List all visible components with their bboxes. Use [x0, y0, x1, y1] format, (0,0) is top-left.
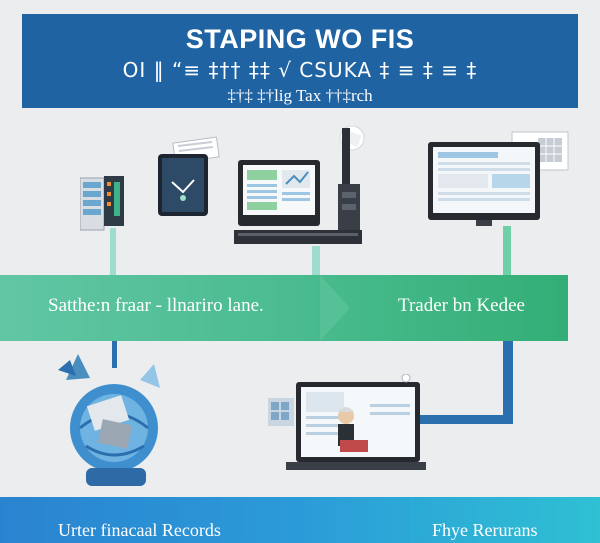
band-label-bottom-left: Urter finacaal Records — [58, 520, 221, 540]
page-title: STAPING WO FIS — [185, 24, 415, 54]
server-icon — [79, 176, 128, 234]
globe-network-icon — [56, 340, 166, 490]
desktop-monitor-icon — [234, 125, 366, 250]
band-label-bottom-right: Fhye Rerurans — [432, 520, 538, 540]
page-tagline: ‡†‡ ‡†lig Tax ††‡rch — [227, 86, 373, 105]
header-banner: STAPING WO FIS OI ‖ “≡ ‡†† ‡‡ √ CSUKA ‡ … — [22, 14, 578, 108]
connector-widescreen-down — [503, 226, 511, 276]
band-label-left: Satthe:n fraar - llnariro lane. — [48, 295, 264, 316]
page-subtitle: OI ‖ “≡ ‡†† ‡‡ √ CSUKA ‡ ≡ ‡ ≡ ‡ — [122, 58, 478, 82]
band-divider-arrow-bottom — [410, 497, 436, 543]
widescreen-monitor-icon — [428, 130, 572, 230]
connector-right-vertical — [503, 340, 513, 424]
process-band-blue: Urter finacaal Records Fhye Rerurans — [0, 497, 600, 543]
band-divider-arrow — [320, 275, 350, 341]
connector-desktop-down — [312, 246, 320, 276]
connector-left-to-globe — [112, 336, 117, 368]
band-label-right: Trader bn Kedee — [398, 295, 525, 316]
connector-server-down — [110, 228, 116, 276]
tablet-icon — [158, 136, 226, 220]
laptop-presenter-icon — [266, 373, 426, 474]
process-band-green: Satthe:n fraar - llnariro lane. Trader b… — [0, 275, 568, 341]
connector-right-horizontal — [418, 415, 513, 424]
